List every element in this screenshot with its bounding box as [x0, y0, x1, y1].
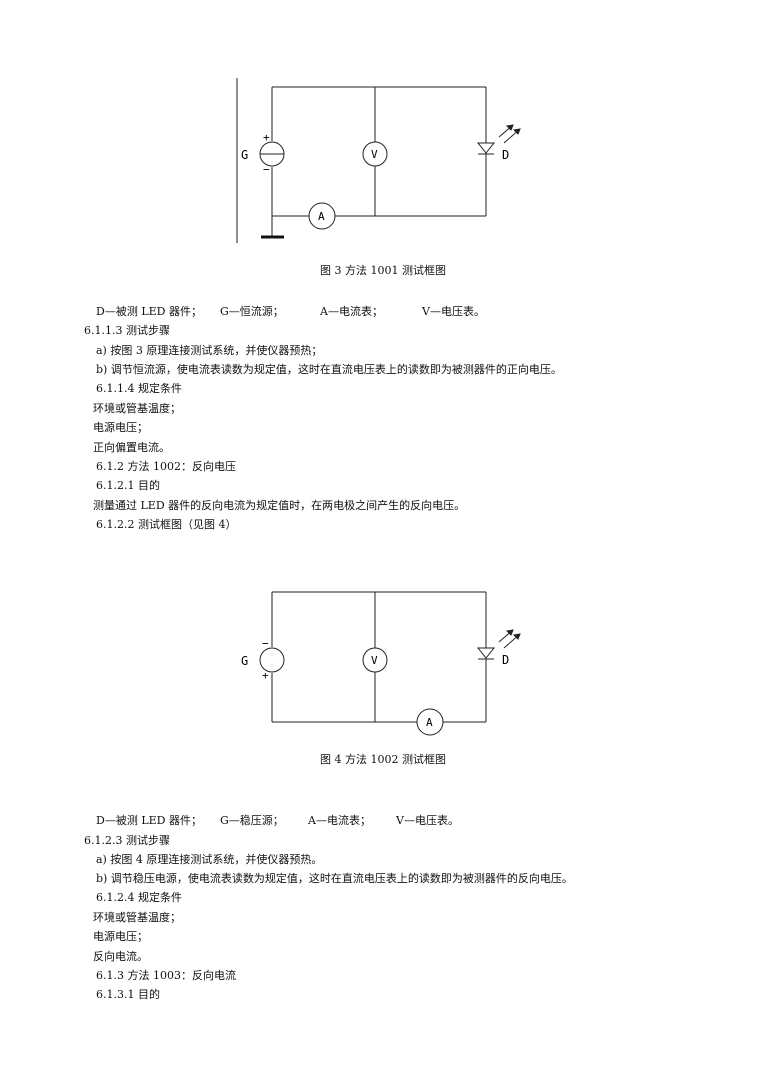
condition-item: 反向电流。 [93, 950, 148, 963]
heading-6-1-2-4: 6.1.2.4 规定条件 [96, 891, 182, 904]
figure-4-legend: D—被测 LED 器件； G—稳压源； A—电流表； V—电压表。 [96, 814, 459, 828]
source-plus-label: + [263, 131, 270, 144]
step-a: a) 按图 3 原理连接测试系统，并使仪器预热； [96, 344, 323, 357]
source-plus-label-4: + [262, 669, 269, 682]
condition-item: 电源电压； [93, 930, 148, 943]
step-b: b) 调节恒流源，使电流表读数为规定值，这时在直流电压表上的读数即为被测器件的正… [96, 363, 562, 376]
condition-item: 环境或管基温度； [93, 402, 181, 415]
step-a-4: a) 按图 4 原理连接测试系统，并使仪器预热。 [96, 853, 323, 866]
source-minus-label: − [263, 163, 270, 176]
legend-d: D—被测 LED 器件； [96, 814, 202, 827]
legend-g: G—稳压源； [220, 814, 284, 827]
led-d-label-4: D [502, 653, 509, 667]
figure-4-circuit: − + G V A D [241, 591, 521, 736]
led-symbol-4 [476, 629, 521, 660]
heading-6-1-1-3: 6.1.1.3 测试步骤 [84, 324, 170, 337]
voltmeter-label: V [371, 148, 378, 161]
legend-d: D—被测 LED 器件； [96, 305, 202, 318]
source-g-label: G [241, 148, 248, 162]
led-d-label: D [502, 148, 509, 162]
heading-6-1-3: 6.1.3 方法 1003：反向电流 [96, 969, 236, 982]
heading-6-1-1-4: 6.1.1.4 规定条件 [96, 382, 182, 395]
purpose-text: 测量通过 LED 器件的反向电流为规定值时，在两电极之间产生的反向电压。 [93, 499, 466, 512]
ammeter-label-4: A [426, 716, 433, 729]
legend-v: V—电压表。 [396, 814, 459, 827]
figure-3-legend: D—被测 LED 器件； G—恒流源； A—电流表； V—电压表。 [96, 305, 485, 319]
heading-6-1-2-1: 6.1.2.1 目的 [96, 479, 160, 492]
condition-item: 电源电压； [93, 421, 148, 434]
legend-g: G—恒流源； [220, 305, 284, 318]
figure-3-caption: 图 3 方法 1001 测试框图 [320, 264, 446, 277]
figure-3-circuit: + − G V A D [236, 78, 521, 243]
ammeter-label: A [318, 210, 325, 223]
legend-a: A—电流表； [308, 814, 371, 827]
heading-6-1-3-1: 6.1.3.1 目的 [96, 988, 160, 1001]
heading-6-1-2: 6.1.2 方法 1002：反向电压 [96, 460, 236, 473]
current-source-symbol [259, 141, 285, 167]
condition-item: 环境或管基温度； [93, 911, 181, 924]
figure-4-caption: 图 4 方法 1002 测试框图 [320, 753, 446, 766]
led-symbol [476, 124, 521, 155]
source-minus-label-4: − [262, 637, 269, 650]
step-b-4: b) 调节稳压电源，使电流表读数为规定值，这时在直流电压表上的读数即为被测器件的… [96, 872, 573, 885]
source-g-label-4: G [241, 654, 248, 668]
heading-6-1-2-3: 6.1.2.3 测试步骤 [84, 834, 170, 847]
condition-item: 正向偏置电流。 [93, 441, 170, 454]
heading-6-1-2-2: 6.1.2.2 测试框图（见图 4） [96, 518, 237, 531]
legend-v: V—电压表。 [422, 305, 485, 318]
legend-a: A—电流表； [320, 305, 383, 318]
voltmeter-label-4: V [371, 654, 378, 667]
